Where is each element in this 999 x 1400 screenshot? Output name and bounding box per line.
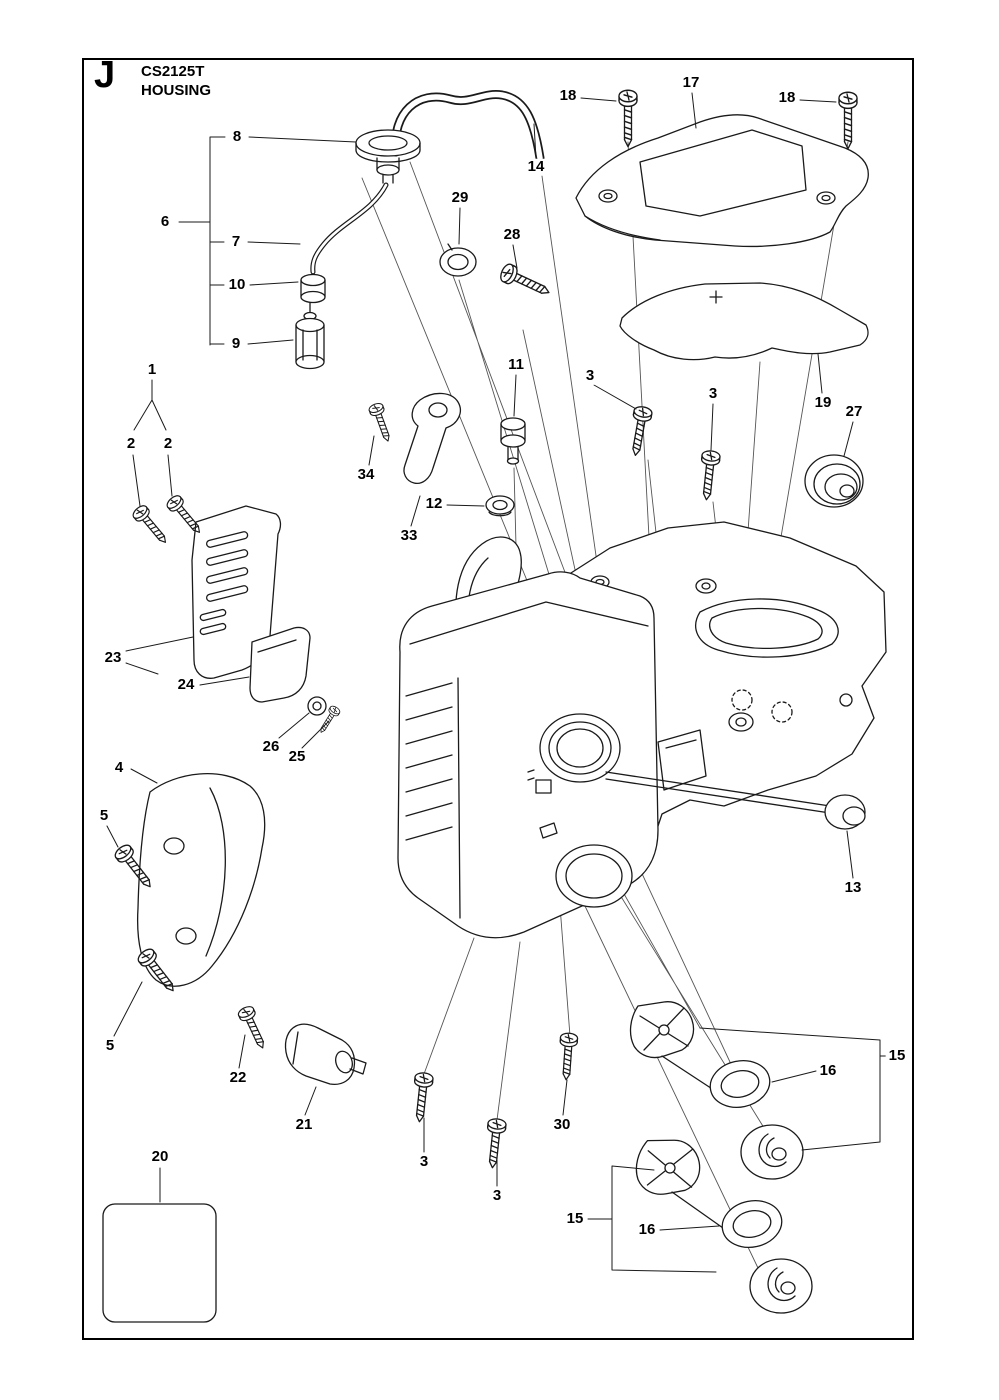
- part-top-cover: [575, 114, 869, 248]
- callout-5: 5: [102, 1037, 118, 1055]
- callout-25: 25: [285, 748, 309, 766]
- title-block: CS2125T HOUSING: [141, 62, 211, 100]
- part-guard-bracket: [249, 626, 311, 703]
- callout-4: 4: [111, 759, 127, 777]
- callout-13: 13: [841, 879, 865, 897]
- page-title: HOUSING: [141, 82, 212, 99]
- callout-6: 6: [157, 213, 173, 231]
- callout-20: 20: [148, 1148, 172, 1166]
- section-letter: J: [94, 54, 116, 96]
- callout-5: 5: [96, 807, 112, 825]
- callout-10: 10: [225, 276, 249, 294]
- callout-24: 24: [174, 676, 198, 694]
- callout-7: 7: [228, 233, 244, 251]
- callout-26: 26: [259, 738, 283, 756]
- callout-3: 3: [489, 1187, 505, 1205]
- part-small-grommet: [485, 495, 515, 517]
- callout-2: 2: [160, 435, 176, 453]
- callout-16: 16: [635, 1221, 659, 1239]
- callout-34: 34: [354, 466, 378, 484]
- callout-33: 33: [397, 527, 421, 545]
- callout-3: 3: [582, 367, 598, 385]
- callout-2: 2: [123, 435, 139, 453]
- part-lever: [403, 392, 461, 485]
- part-fuel-cap: [355, 129, 421, 184]
- callout-21: 21: [292, 1116, 316, 1134]
- callout-19: 19: [811, 394, 835, 412]
- part-cone-grommet: [804, 454, 864, 508]
- leader-lines: [106, 92, 889, 1273]
- part-rod-knob: [605, 771, 866, 830]
- callout-11: 11: [505, 356, 527, 374]
- callout-9: 9: [228, 335, 244, 353]
- callout-15: 15: [885, 1047, 909, 1065]
- callout-23: 23: [101, 649, 125, 667]
- callout-3: 3: [705, 385, 721, 403]
- part-bumper: [307, 696, 327, 716]
- callout-17: 17: [679, 74, 703, 92]
- callout-15: 15: [563, 1210, 587, 1228]
- part-valve: [500, 417, 526, 465]
- callout-22: 22: [226, 1069, 250, 1087]
- part-label-plate: [102, 1203, 217, 1323]
- callout-12: 12: [422, 495, 446, 513]
- callout-1: 1: [144, 361, 160, 379]
- callout-18: 18: [775, 89, 799, 107]
- callout-28: 28: [500, 226, 524, 244]
- callout-29: 29: [448, 189, 472, 207]
- part-fuel-line-grommet: [300, 273, 326, 304]
- callout-16: 16: [816, 1062, 840, 1080]
- callout-30: 30: [550, 1116, 574, 1134]
- part-plug: [284, 1023, 367, 1086]
- callout-3: 3: [416, 1153, 432, 1171]
- callout-8: 8: [229, 128, 245, 146]
- part-handlebar-tube: [391, 90, 545, 163]
- part-fuel-filter: [295, 302, 325, 370]
- part-gasket-plate: [619, 282, 869, 361]
- part-fuel-tank-housing: [397, 571, 659, 939]
- callout-18: 18: [556, 87, 580, 105]
- callout-14: 14: [524, 158, 548, 176]
- model-code: CS2125T: [141, 63, 205, 80]
- part-seal: [439, 243, 477, 277]
- page-border: [82, 58, 914, 1340]
- callout-27: 27: [842, 403, 866, 421]
- part-side-cover: [136, 773, 266, 987]
- part-fuel-line: [310, 182, 389, 275]
